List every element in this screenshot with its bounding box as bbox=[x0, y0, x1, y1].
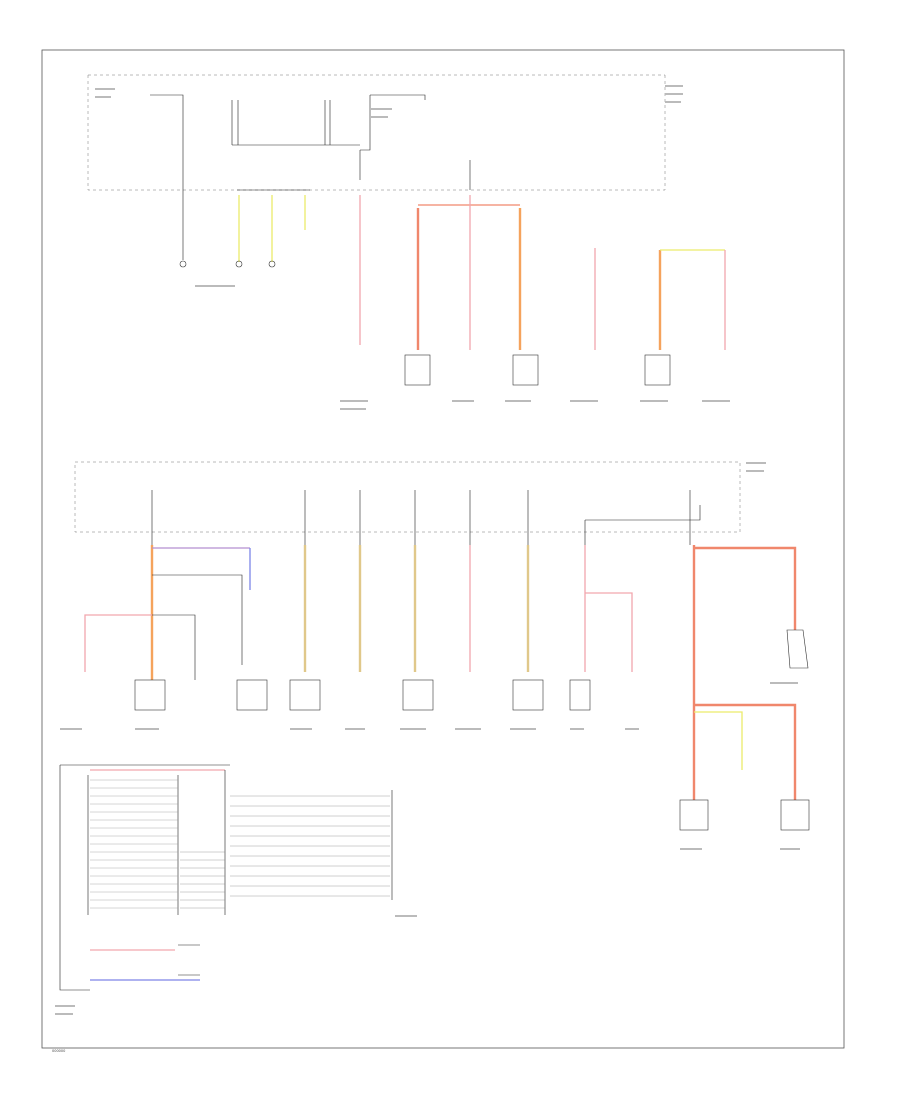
top-main-wires bbox=[359, 195, 726, 350]
top-fuse-box bbox=[87, 74, 666, 191]
middle-wires bbox=[84, 545, 633, 680]
bottom-left-connector bbox=[59, 764, 393, 991]
middle-components bbox=[134, 679, 591, 711]
footer-code: 000000 bbox=[52, 1049, 65, 1053]
diagram-text-marks bbox=[55, 85, 800, 1015]
diagram-frame bbox=[41, 49, 845, 1049]
right-harness bbox=[679, 545, 810, 831]
top-left-ground-wires bbox=[179, 195, 306, 268]
top-left-relay bbox=[150, 94, 471, 195]
top-components bbox=[404, 354, 671, 386]
middle-fuse-box bbox=[74, 461, 741, 545]
